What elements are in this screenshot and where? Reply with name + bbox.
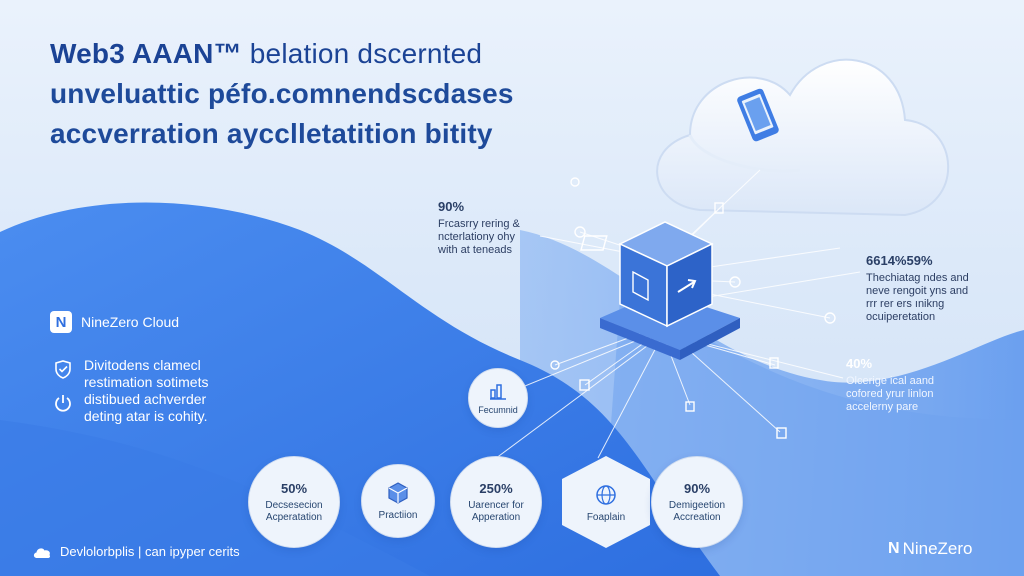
- stat-callout-right-lower: 40% Olcerige ical aand cofored yrur linl…: [846, 357, 934, 414]
- feature-text: Divitodens clamecl: [84, 357, 201, 373]
- title-brand: Web3 AAAN™: [50, 38, 242, 69]
- footer-note: Devlolorbplis | can ipyper cerits: [32, 544, 240, 559]
- badge-label: Practiion: [378, 510, 418, 521]
- globe-icon: [596, 484, 616, 505]
- stat-line: Olcerige ical aand: [846, 375, 935, 387]
- badge-label: Decsesecion: [265, 499, 323, 511]
- cloud-illustration: [656, 58, 950, 217]
- stat-line: neve rengoit yns and: [866, 285, 969, 297]
- badge-practiion[interactable]: Practiion: [361, 464, 435, 538]
- badge-uarencer[interactable]: 250% Uarencer for Apperation: [450, 456, 542, 548]
- stat-line: cofored yrur linlon: [846, 388, 934, 400]
- badge-percent: 50%: [280, 480, 308, 496]
- stat-percent: 40%: [846, 356, 873, 371]
- stat-line: accelerny pare: [846, 401, 919, 413]
- stat-percent: 90%: [438, 199, 465, 214]
- brand-block[interactable]: N NineZero Cloud: [50, 311, 179, 333]
- cloud-icon: [33, 547, 51, 558]
- stat-line: Thechiatag ndes and: [866, 272, 969, 284]
- stat-percent: 6614%59%: [866, 253, 933, 268]
- badge-label: Uarencer for: [468, 499, 524, 511]
- stat-line: ocuiperetation: [866, 311, 936, 323]
- shield-check-icon: [55, 360, 71, 379]
- title-line-1: Web3 AAAN™ belation dscernted: [50, 34, 570, 74]
- footer-text: Devlolorbplis | can ipyper cerits: [60, 544, 240, 559]
- badge-percent: 90%: [683, 480, 711, 496]
- feature-text: distibued achverder: [84, 391, 207, 407]
- small-badge[interactable]: Fecumnid: [468, 368, 528, 428]
- power-icon: [55, 395, 71, 412]
- feature-list: Divitodens clamecl restimation sotimets …: [52, 357, 208, 425]
- badge-label: Accreation: [673, 511, 721, 523]
- feature-text: deting atar is cohity.: [84, 408, 208, 424]
- badge-label: Foaplain: [586, 511, 626, 523]
- title-rest: belation dscernted: [241, 38, 483, 69]
- brand-logo-icon: N: [50, 311, 72, 333]
- badge-label: Acperatation: [265, 511, 323, 523]
- feature-item: Divitodens clamecl restimation sotimets: [52, 357, 208, 391]
- stat-callout-left: 90% Frcasrry rering & ncterlationy ohy w…: [438, 200, 520, 257]
- feature-item: distibued achverder deting atar is cohit…: [52, 391, 208, 425]
- footer-brand[interactable]: N NineZero: [888, 539, 972, 559]
- cube-icon: [388, 482, 408, 504]
- stat-line: Frcasrry rering &: [438, 218, 520, 230]
- title-line-2: unveluattic péfo.comnendscdases: [50, 78, 514, 109]
- page-title: Web3 AAAN™ belation dscernted unveluatti…: [50, 34, 570, 154]
- chart-icon: [490, 384, 506, 400]
- badge-label: Demigeetion: [668, 499, 726, 511]
- badge-label: Fecumnid: [478, 405, 518, 415]
- stat-line: rrr rer ers ınikng: [866, 298, 945, 310]
- stat-line: ncterlationy ohy: [438, 231, 516, 243]
- title-line-3: accverration aycclletatition bitity: [50, 118, 493, 149]
- feature-text: restimation sotimets: [84, 374, 209, 390]
- badge-demigeetion[interactable]: 90% Demigeetion Accreation: [651, 456, 743, 548]
- footer-brand-name: NineZero: [902, 539, 973, 558]
- badge-label: Apperation: [471, 511, 521, 523]
- stat-line: with at teneads: [438, 244, 512, 256]
- badge-decsesecion[interactable]: 50% Decsesecion Acperatation: [248, 456, 340, 548]
- brand-name: NineZero Cloud: [81, 314, 180, 330]
- tablet-icon: [737, 88, 779, 142]
- cube-illustration: [580, 221, 714, 328]
- badge-percent: 250%: [479, 480, 513, 496]
- footer-logo-icon: N: [888, 540, 900, 557]
- stat-callout-right: 6614%59% Thechiatag ndes and neve rengoi…: [866, 254, 969, 324]
